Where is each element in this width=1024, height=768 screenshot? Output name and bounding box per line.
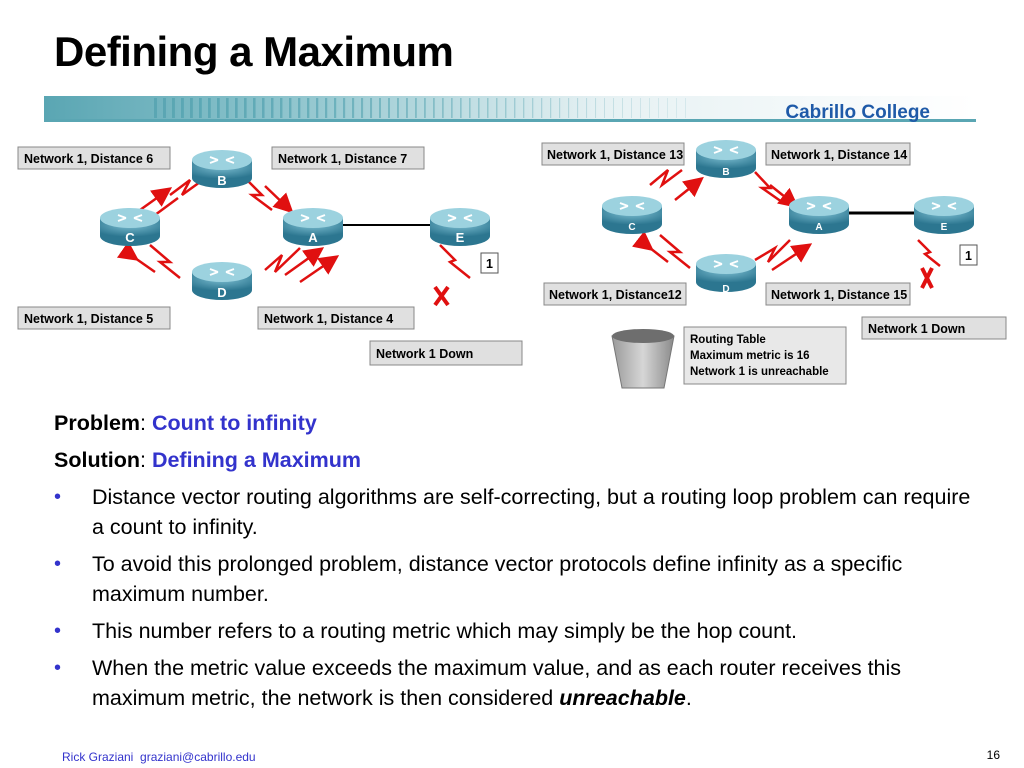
- svg-text:A: A: [308, 230, 318, 245]
- label-network-distance-12: Network 1, Distance12: [549, 288, 682, 302]
- router-a-right: A: [789, 196, 849, 234]
- footer-author: Rick Graziani graziani@cabrillo.edu: [62, 750, 256, 764]
- footer-email[interactable]: graziani@cabrillo.edu: [140, 750, 256, 764]
- router-e-right: E: [914, 196, 974, 234]
- svg-text:A: A: [815, 222, 822, 233]
- bullet-item: •Distance vector routing algorithms are …: [54, 482, 984, 542]
- label-network-distance-4: Network 1, Distance 4: [264, 312, 393, 326]
- left-diagram: B C A E D: [17, 146, 523, 366]
- slide-body: Problem: Count to infinity Solution: Def…: [54, 408, 984, 720]
- svg-text:B: B: [722, 167, 729, 178]
- router-b-right: B: [696, 140, 756, 178]
- label-network-distance-13: Network 1, Distance 13: [547, 148, 683, 162]
- solution-value: Defining a Maximum: [151, 448, 361, 472]
- label-network-distance-6: Network 1, Distance 6: [24, 152, 153, 166]
- routing-diagram: B C A E D: [17, 140, 1007, 389]
- port-label-left: 1: [486, 257, 493, 271]
- routing-table-line-2: Maximum metric is 16: [690, 350, 810, 362]
- svg-text:E: E: [456, 230, 465, 245]
- router-a: A: [283, 208, 343, 246]
- routing-table-line-3: Network 1 is unreachable: [690, 366, 829, 378]
- router-b: B: [192, 150, 252, 188]
- page-number: 16: [986, 748, 1000, 762]
- svg-text:B: B: [217, 173, 226, 188]
- bullet-icon: •: [54, 620, 62, 642]
- routing-table-line-1: Routing Table: [690, 334, 766, 346]
- label-network-down-right: Network 1 Down: [868, 322, 965, 336]
- label-network-distance-5: Network 1, Distance 5: [24, 312, 153, 326]
- port-label-right: 1: [965, 249, 972, 263]
- bullet-icon: •: [54, 657, 62, 679]
- router-c-right: C: [602, 196, 662, 234]
- svg-text:C: C: [125, 230, 135, 245]
- router-e: E: [430, 208, 490, 246]
- title-banner: [44, 96, 976, 122]
- router-d: D: [192, 262, 252, 300]
- bullet-item: •When the metric value exceeds the maxim…: [54, 653, 984, 713]
- bucket-icon: [611, 329, 675, 389]
- svg-text:D: D: [722, 284, 729, 295]
- bullet-item: •To avoid this prolonged problem, distan…: [54, 549, 984, 609]
- svg-text:C: C: [628, 222, 635, 233]
- slide-title: Defining a Maximum: [54, 28, 454, 75]
- problem-line: Problem: Count to infinity: [54, 411, 317, 435]
- label-network-distance-14: Network 1, Distance 14: [771, 148, 907, 162]
- college-name: Cabrillo College: [785, 102, 930, 123]
- svg-text:D: D: [217, 285, 226, 300]
- svg-text:E: E: [941, 222, 948, 233]
- solution-line: Solution: Defining a Maximum: [54, 448, 361, 472]
- label-network-down-left: Network 1 Down: [376, 347, 473, 361]
- problem-value: Count to infinity: [151, 411, 317, 435]
- router-d-right: D: [696, 254, 756, 295]
- label-network-distance-7: Network 1, Distance 7: [278, 152, 407, 166]
- bullet-item: •This number refers to a routing metric …: [54, 616, 984, 646]
- label-network-distance-15: Network 1, Distance 15: [771, 288, 907, 302]
- router-c: C: [100, 208, 160, 246]
- bullet-list: •Distance vector routing algorithms are …: [54, 482, 984, 713]
- right-diagram: B C A E D: [541, 140, 1007, 389]
- bullet-icon: •: [54, 553, 62, 575]
- bullet-icon: •: [54, 486, 62, 508]
